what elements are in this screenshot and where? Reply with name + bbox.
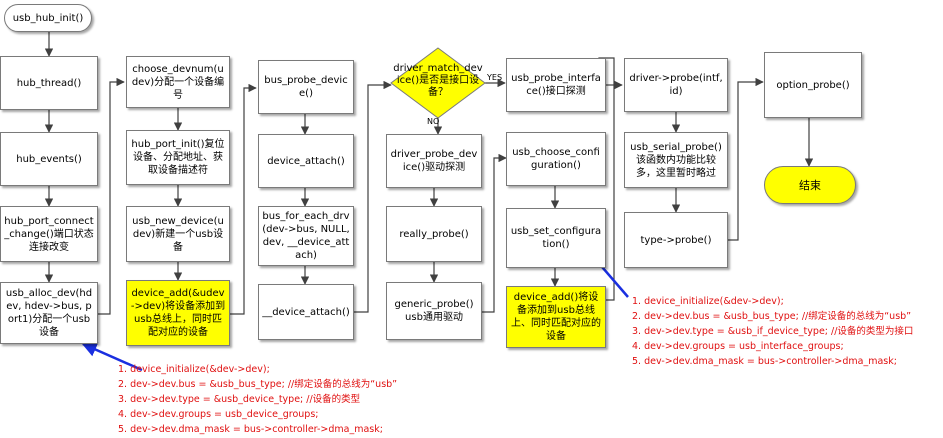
note-line: 2. dev->dev.bus = &usb_bus_type; //绑定设备的… bbox=[632, 311, 912, 322]
node-device-add-udev: device_add(&udev->dev)将设备添加到usb总线上，同时匹配对… bbox=[126, 280, 230, 346]
node-device-attach-internal: __device_attach() bbox=[258, 284, 354, 340]
node-driver-probe-device: driver_probe_device()驱动探测 bbox=[386, 134, 482, 188]
node-option-probe: option_probe() bbox=[764, 52, 862, 118]
node-hub-port-init: hub_port_init()复位设备、分配地址、获取设备描述符 bbox=[126, 130, 230, 185]
note-line: 5. dev->dev.dma_mask = bus->controller->… bbox=[632, 356, 897, 367]
node-hub-port-connect-change: hub_port_connect_change()端口状态连接改变 bbox=[0, 206, 98, 262]
note-line: 2. dev->dev.bus = &usb_bus_type; //绑定设备的… bbox=[118, 379, 398, 390]
decision-diamond bbox=[390, 47, 486, 119]
edge-label-no: NO bbox=[427, 117, 440, 126]
node-usb-serial-probe: usb_serial_probe()该函数内功能比较多，这里暂时略过 bbox=[624, 132, 728, 188]
note-line: 4. dev->dev.groups = usb_device_groups; bbox=[118, 409, 319, 420]
edge-label-yes: YES bbox=[487, 73, 503, 82]
node-hub-thread: hub_thread() bbox=[0, 56, 98, 110]
node-usb-new-device: usb_new_device(udev)新建一个usb设备 bbox=[126, 206, 230, 262]
node-bus-for-each-drv: bus_for_each_drv(dev->bus, NULL, dev, __… bbox=[258, 206, 354, 266]
note-line: 3. dev->dev.type = &usb_if_device_type; … bbox=[632, 326, 914, 337]
edge-alloc-to-choose-devnum bbox=[98, 77, 125, 315]
node-really-probe: really_probe() bbox=[386, 206, 482, 262]
note-line: 5. dev->dev.dma_mask = bus->controller->… bbox=[118, 424, 383, 435]
decision-driver-match-device-label: driver_match_device()是否是接口设备？ bbox=[393, 63, 483, 98]
callout-arrow-left bbox=[81, 342, 143, 372]
edge-device-add-to-bus-probe bbox=[230, 83, 257, 315]
edge-type-probe-to-option-probe bbox=[728, 77, 764, 241]
note-line: 4. dev->dev.groups = usb_interface_group… bbox=[632, 341, 844, 352]
node-choose-devnum: choose_devnum(udev)分配一个设备编号 bbox=[126, 56, 230, 108]
node-bus-probe-device: bus_probe_device() bbox=[258, 60, 354, 114]
node-usb-probe-interface: usb_probe_interface()接口探测 bbox=[506, 58, 606, 112]
node-hub-events: hub_events() bbox=[0, 132, 98, 186]
note-line: 1. device_initialize(&dev->dev); bbox=[632, 296, 784, 307]
end-node: 结束 bbox=[764, 166, 856, 204]
edge-device-attach2-to-match bbox=[354, 80, 392, 313]
node-type-probe: type->probe() bbox=[624, 212, 728, 268]
edge-generic-to-choose-config bbox=[482, 153, 507, 313]
node-usb-alloc-dev: usb_alloc_dev(hdev, hdev->bus, port1)分配一… bbox=[0, 282, 98, 344]
node-device-attach: device_attach() bbox=[258, 134, 354, 188]
node-usb-set-configuration: usb_set_configuration() bbox=[506, 208, 606, 268]
note-line: 3. dev->dev.type = &usb_device_type; //设… bbox=[118, 394, 361, 405]
start-node-usb-hub-init: usb_hub_init() bbox=[4, 4, 92, 32]
notes-usb-interface-init: 1. device_initialize(&dev->dev); 2. dev-… bbox=[632, 294, 913, 369]
node-usb-choose-configuration: usb_choose_configuration() bbox=[506, 132, 606, 186]
note-line: 1. device_initialize(&dev->dev); bbox=[118, 364, 270, 375]
node-device-add-intf: device_add()将设备添加到usb总线上、同时匹配对应的设备 bbox=[506, 286, 606, 348]
node-driver-probe: driver->probe(intf, id) bbox=[624, 58, 728, 112]
notes-usb-device-init: 1. device_initialize(&dev->dev); 2. dev-… bbox=[118, 362, 397, 437]
node-generic-probe: generic_probe() usb通用驱动 bbox=[386, 282, 482, 340]
